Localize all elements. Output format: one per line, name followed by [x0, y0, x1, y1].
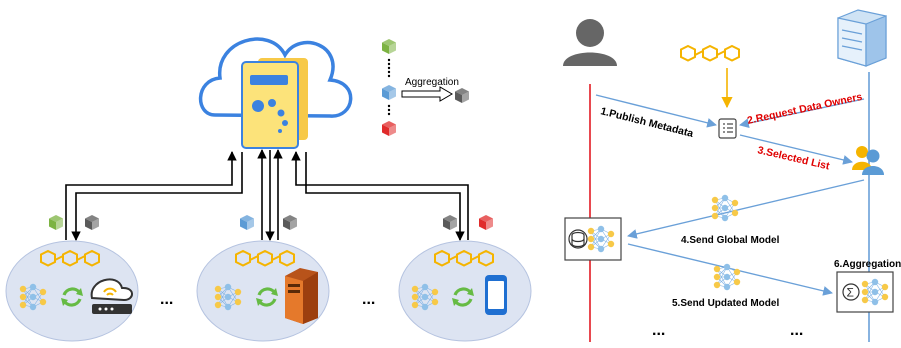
client2-blue-cube-icon: [240, 215, 254, 230]
cloud-client-arrows: [65, 149, 469, 241]
step-1-label: 1.Publish Metadata: [599, 105, 694, 140]
request-owners-arrow: [739, 98, 865, 128]
smartphone-icon: [485, 275, 507, 315]
aggregation-box: Σ: [836, 271, 894, 313]
aggregation-arrow: [401, 86, 453, 102]
send-global-model-arrow: [627, 179, 865, 239]
legend-aggregation-label: Aggregation: [405, 77, 459, 88]
sigma-icon: [842, 283, 860, 301]
selected-list-arrow: [739, 134, 853, 165]
client2-gray-cube-icon: [283, 215, 297, 230]
sigma-symbol: Σ: [847, 286, 854, 300]
ellipsis-right-2: ...: [790, 322, 803, 339]
user-icon: [563, 19, 617, 66]
gray-cube-icon: [455, 88, 469, 103]
client3-red-cube-icon: [479, 215, 493, 230]
red-cube-icon: [382, 121, 396, 136]
blue-cube-icon: [382, 85, 396, 100]
step-5-label: 5.Send Updated Model: [672, 298, 779, 309]
data-owners-icon: [852, 146, 884, 175]
selected-list-icon: [718, 118, 737, 139]
local-training-box: [564, 217, 622, 261]
database-icon: [568, 229, 588, 249]
client1-gray-cube-icon: [85, 215, 99, 230]
global-model-nn-icon: [711, 194, 739, 222]
cloud-server-icon: [198, 37, 353, 149]
router-icon: [90, 278, 133, 314]
green-cube-icon: [382, 39, 396, 54]
ellipsis-left-1: ...: [160, 291, 173, 308]
legend: Aggregation: [382, 39, 469, 136]
step-2-label: 2.Request Data Owners: [746, 91, 863, 127]
client-router: [5, 240, 139, 342]
client3-gray-cube-icon: [443, 215, 457, 230]
updated-model-nn-icon: [713, 263, 741, 291]
publish-metadata-arrow: [595, 94, 717, 128]
client1-green-cube-icon: [49, 215, 63, 230]
step-6-label: 6.Aggregation: [834, 259, 901, 270]
server-tower-icon: [285, 268, 318, 324]
client-phone: [398, 240, 532, 342]
client-server: [196, 240, 330, 342]
blockchain-top-icon: [680, 45, 740, 62]
server-rack-icon: [837, 9, 887, 67]
step-4-label: 4.Send Global Model: [681, 235, 780, 246]
ellipsis-left-2: ...: [362, 291, 375, 308]
ellipsis-right-1: ...: [652, 322, 665, 339]
